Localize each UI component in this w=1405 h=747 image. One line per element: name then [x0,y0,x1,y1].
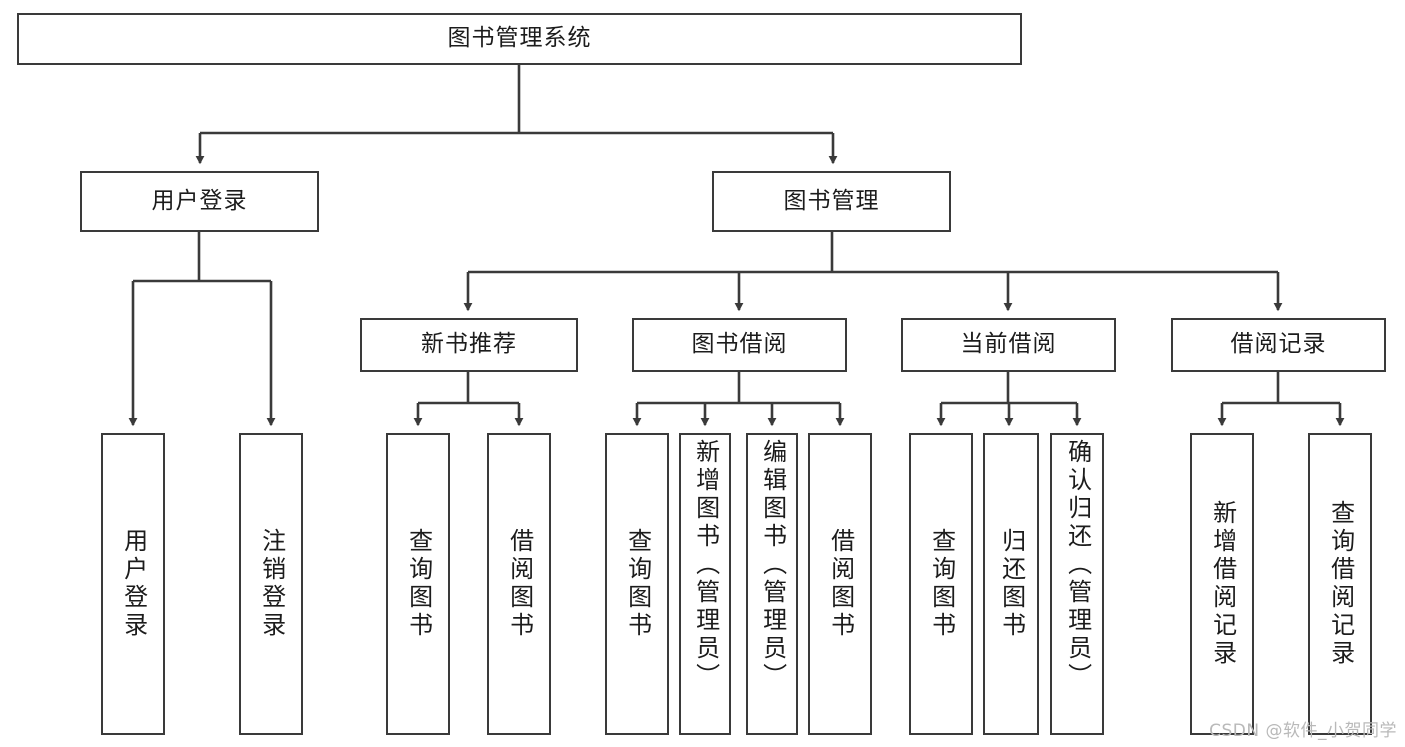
node-label: 当前借阅 [960,331,1057,358]
node-label: 归还图书 [997,528,1026,640]
node-leaf-borrow-book-bb[interactable]: 借阅图书 [808,433,872,735]
node-leaf-add-borrow-record[interactable]: 新增借阅记录 [1190,433,1254,735]
node-new-book-recommend[interactable]: 新书推荐 [360,318,578,372]
node-label: 图书管理系统 [447,25,592,52]
node-label: 用户登录 [119,528,148,640]
node-label: 借阅图书 [505,528,534,640]
node-label: 图书借阅 [691,331,788,358]
node-label: 新增借阅记录 [1208,500,1237,668]
node-leaf-edit-book-admin[interactable]: 编辑图书（管理员） [746,433,798,735]
node-user-login[interactable]: 用户登录 [80,171,319,232]
node-leaf-query-book-bb[interactable]: 查询图书 [605,433,669,735]
node-label: 查询借阅记录 [1326,500,1355,668]
node-label: 注销登录 [257,528,286,640]
node-label: 图书管理 [783,187,880,214]
node-label: 新增图书（管理员） [691,439,720,691]
node-label: 新书推荐 [421,331,517,358]
node-label: 确认归还（管理员） [1063,439,1092,691]
node-label: 借阅记录 [1230,331,1327,358]
node-label: 借阅图书 [826,528,855,640]
node-leaf-query-book-nb[interactable]: 查询图书 [386,433,450,735]
node-current-borrow[interactable]: 当前借阅 [901,318,1116,372]
node-root-system[interactable]: 图书管理系统 [17,13,1022,65]
csdn-watermark: CSDN @软件_小贺同学 [1209,721,1397,741]
node-label: 编辑图书（管理员） [758,439,787,691]
node-leaf-user-login[interactable]: 用户登录 [101,433,165,735]
node-label: 查询图书 [623,528,652,640]
node-book-borrow[interactable]: 图书借阅 [632,318,847,372]
node-leaf-query-borrow-record[interactable]: 查询借阅记录 [1308,433,1372,735]
node-leaf-borrow-book-nb[interactable]: 借阅图书 [487,433,551,735]
node-borrow-record[interactable]: 借阅记录 [1171,318,1386,372]
node-book-management[interactable]: 图书管理 [712,171,951,232]
node-leaf-add-book-admin[interactable]: 新增图书（管理员） [679,433,731,735]
node-leaf-query-book-cb[interactable]: 查询图书 [909,433,973,735]
node-label: 查询图书 [927,528,956,640]
node-label: 查询图书 [404,528,433,640]
node-leaf-logout[interactable]: 注销登录 [239,433,303,735]
node-label: 用户登录 [151,187,248,214]
node-leaf-return-book[interactable]: 归还图书 [983,433,1039,735]
node-leaf-confirm-return-admin[interactable]: 确认归还（管理员） [1050,433,1104,735]
